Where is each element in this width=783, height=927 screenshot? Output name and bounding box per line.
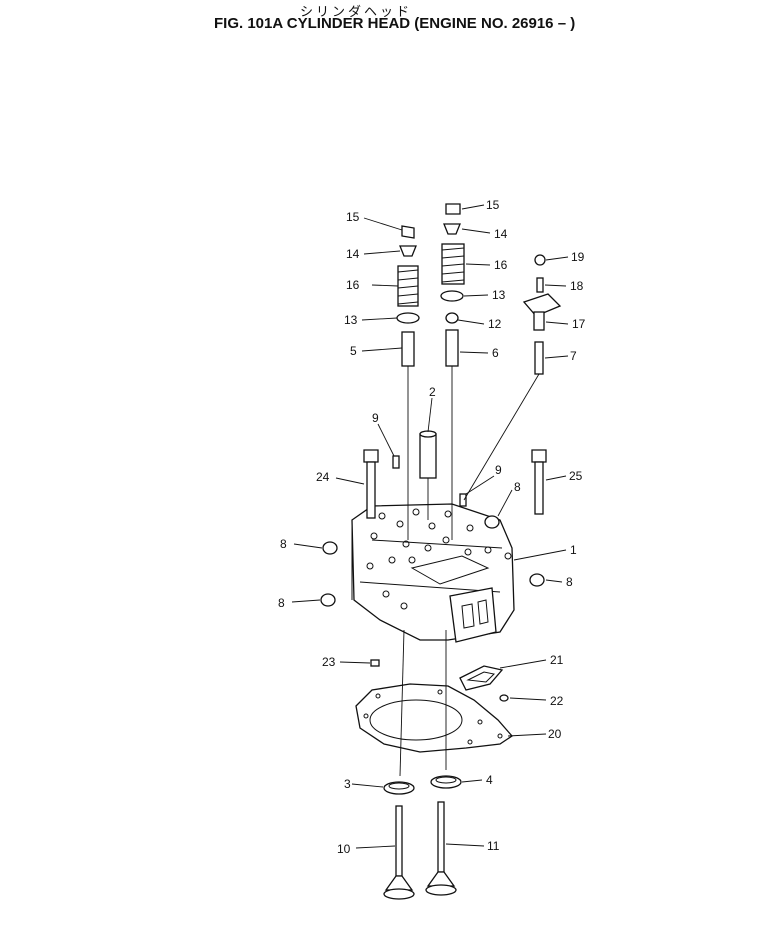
head-bolt-left <box>363 449 379 519</box>
callout-7: 7 <box>570 349 577 363</box>
head-gasket <box>355 683 513 753</box>
cylinder-head-body <box>351 503 515 643</box>
plug-left-lower <box>320 593 336 607</box>
callout-21: 21 <box>550 653 564 667</box>
spring-retainer-left <box>399 245 417 257</box>
callout-12: 12 <box>488 317 502 331</box>
callout-labels: 15 15 14 14 19 16 16 18 13 13 12 17 5 6 … <box>278 198 586 856</box>
callout-24: 24 <box>316 470 330 484</box>
callout-5: 5 <box>350 344 357 358</box>
callout-13-left: 13 <box>344 313 358 327</box>
adjust-nut <box>534 254 546 266</box>
push-rod-guide <box>534 341 544 375</box>
callout-8-left-lower: 8 <box>278 596 285 610</box>
callout-3: 3 <box>344 777 351 791</box>
callout-16-left: 16 <box>346 278 360 292</box>
callout-15-left: 15 <box>346 210 360 224</box>
callout-1: 1 <box>570 543 577 557</box>
valve-seat-right <box>430 775 462 789</box>
callout-25: 25 <box>569 469 583 483</box>
dowel-pin-left <box>392 455 400 469</box>
figure-title: FIG. 101A CYLINDER HEAD (ENGINE NO. 2691… <box>214 15 576 32</box>
callout-9-right: 9 <box>495 463 502 477</box>
spring-seat-right <box>440 290 464 302</box>
plug-right <box>529 573 545 587</box>
callout-9-left: 9 <box>372 411 379 425</box>
callout-14-right: 14 <box>494 227 508 241</box>
valve-seat-left <box>383 781 415 795</box>
figure-title-japanese: シリンダヘッド <box>300 5 413 20</box>
callout-17: 17 <box>572 317 586 331</box>
dowel-pin-right <box>459 493 467 507</box>
callout-11: 11 <box>487 839 500 853</box>
valve-guide-right <box>445 329 459 367</box>
valve-guide-left <box>401 331 415 367</box>
intake-valve <box>383 805 415 900</box>
spring-retainer-right <box>443 223 461 235</box>
callout-8-right: 8 <box>566 575 573 589</box>
injector-sleeve <box>419 430 437 479</box>
callout-2: 2 <box>429 385 436 399</box>
callout-16-right: 16 <box>494 258 508 272</box>
spring-seat-left <box>396 312 420 324</box>
callout-8-upper-right: 8 <box>514 480 521 494</box>
valve-stem-seal <box>445 312 459 324</box>
callout-13-right: 13 <box>492 288 506 302</box>
valve-keeper-right <box>445 203 461 215</box>
callout-10: 10 <box>337 842 351 856</box>
assembly-center-lines <box>399 366 540 777</box>
callout-14-left: 14 <box>346 247 360 261</box>
callout-19: 19 <box>571 250 585 264</box>
callout-20: 20 <box>548 727 562 741</box>
callout-22: 22 <box>550 694 564 708</box>
callout-4: 4 <box>486 773 493 787</box>
callout-18: 18 <box>570 279 584 293</box>
head-bolt-right <box>531 449 547 515</box>
callout-8-left-upper: 8 <box>280 537 287 551</box>
leader-lines <box>291 204 569 849</box>
plug-small <box>370 659 380 667</box>
port-gasket <box>459 665 504 691</box>
plug-left-upper <box>322 541 338 555</box>
o-ring-small <box>499 694 509 702</box>
callout-23: 23 <box>322 655 336 669</box>
exhaust-valve <box>425 801 457 896</box>
valve-spring-right <box>441 243 465 285</box>
callout-6: 6 <box>492 346 499 360</box>
adjust-screw <box>536 277 544 293</box>
valve-spring-left <box>397 265 419 307</box>
plug-upper-right <box>484 515 500 529</box>
crosshead <box>522 293 562 331</box>
callout-15-right: 15 <box>486 198 500 212</box>
valve-keeper-left <box>401 225 415 239</box>
